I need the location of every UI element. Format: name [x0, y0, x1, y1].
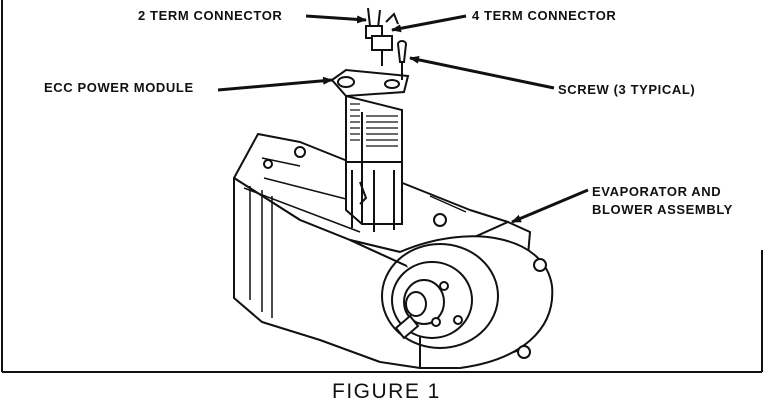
ecc-power-module-drawing [330, 68, 410, 232]
frame-border [1, 0, 763, 373]
screw-label: SCREW (3 TYPICAL) [558, 82, 696, 97]
mounting-bolts [263, 146, 547, 359]
two-term-connector-label: 2 TERM CONNECTOR [138, 8, 283, 23]
housing-ribs [243, 157, 467, 318]
two-term-connector-drawing [365, 7, 383, 39]
evaporator-label-line2: BLOWER ASSEMBLY [592, 202, 733, 217]
leader-arrows [217, 14, 589, 224]
evaporator-label-line1: EVAPORATOR AND [592, 184, 722, 199]
motor-plug [394, 314, 420, 340]
screw-drawing [397, 40, 407, 80]
four-term-connector-drawing [371, 12, 399, 66]
four-term-connector-label: 4 TERM CONNECTOR [472, 8, 617, 23]
figure-caption: FIGURE 1 [332, 380, 441, 403]
ecc-power-module-label: ECC POWER MODULE [44, 80, 194, 95]
